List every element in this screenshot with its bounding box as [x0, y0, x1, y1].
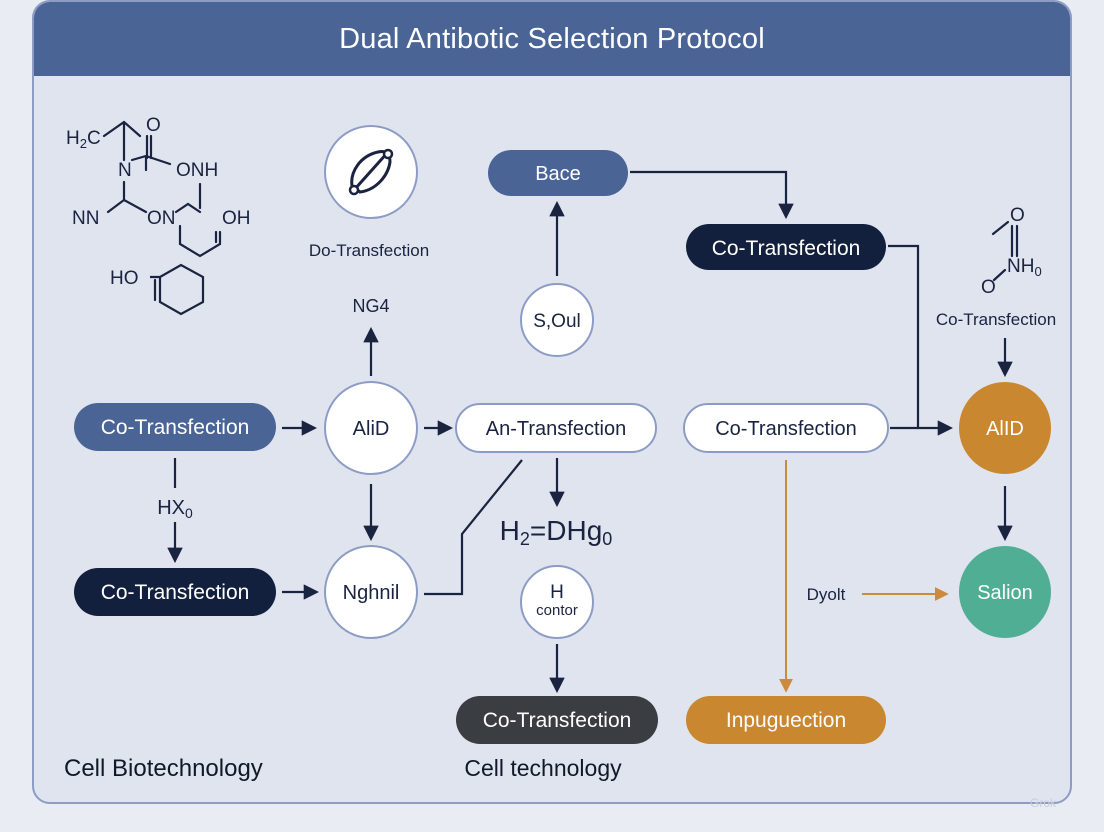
- node-co-transfection-navy[interactable]: Co-Transfection: [74, 568, 276, 616]
- diagram-frame: Dual Antibotic Selection Protocol: [32, 0, 1072, 804]
- chem-h2c: H2C: [66, 128, 101, 151]
- chem-nn: NN: [72, 208, 99, 229]
- label-cell-biotechnology: Cell Biotechnology: [64, 755, 263, 782]
- node-s-oul[interactable]: S,Oul: [520, 283, 594, 357]
- chem-structure-left: H2C O N ONH NN ON OH HO: [66, 115, 251, 316]
- chem-r-o-top: O: [1010, 205, 1025, 226]
- node-contor-label: contor: [536, 602, 578, 619]
- node-bace[interactable]: Bace: [488, 150, 628, 196]
- node-alid-orange-label: AlID: [986, 418, 1024, 440]
- chem-r-o-bottom: O: [981, 277, 996, 298]
- label-co-transfection-right: Co-Transfection: [936, 310, 1056, 329]
- node-co-transfection-top[interactable]: Co-Transfection: [686, 224, 886, 270]
- node-inpuguection[interactable]: Inpuguection: [686, 696, 886, 744]
- title-bar: Dual Antibotic Selection Protocol: [34, 2, 1070, 76]
- label-dyolt: Dyolt: [807, 585, 846, 604]
- connectors: [167, 170, 1013, 694]
- chem-on: ON: [147, 208, 176, 229]
- node-nghnil[interactable]: Nghnil: [324, 545, 418, 639]
- node-co-bottom-label: Co-Transfection: [483, 709, 632, 732]
- label-h2-dhg: H2=DHg0: [500, 515, 613, 549]
- rotate-icon-node: [324, 125, 418, 219]
- rotate-icon: [348, 148, 394, 196]
- node-co-top-label: Co-Transfection: [712, 237, 861, 260]
- node-co-outline-label: Co-Transfection: [715, 418, 857, 440]
- chem-structure-right: O NH0 O: [981, 205, 1042, 298]
- node-bace-label: Bace: [535, 163, 581, 185]
- node-salion[interactable]: Salion: [959, 546, 1051, 638]
- node-co-transfection-blue[interactable]: Co-Transfection: [74, 403, 276, 451]
- chem-r-nh: NH0: [1007, 256, 1042, 279]
- node-co-blue-label: Co-Transfection: [101, 416, 250, 439]
- node-s-oul-label: S,Oul: [533, 311, 581, 332]
- node-h-contor[interactable]: H contor: [520, 565, 594, 639]
- node-co-transfection-outline[interactable]: Co-Transfection: [683, 403, 889, 453]
- node-alid-label: AliD: [353, 418, 390, 440]
- label-ng4: NG4: [352, 296, 389, 316]
- label-do-transfection: Do-Transfection: [309, 241, 429, 260]
- node-inpuguection-label: Inpuguection: [726, 709, 846, 732]
- watermark: Grok: [1030, 796, 1057, 810]
- node-h-label: H: [550, 582, 564, 603]
- node-salion-label: Salion: [977, 582, 1033, 604]
- node-an-label: An-Transfection: [486, 418, 626, 440]
- node-an-transfection[interactable]: An-Transfection: [455, 403, 657, 453]
- label-hx: HX0: [157, 497, 193, 521]
- chem-oh: OH: [222, 208, 251, 229]
- chem-o-top: O: [146, 115, 161, 136]
- node-nghnil-label: Nghnil: [343, 582, 400, 604]
- page-title: Dual Antibotic Selection Protocol: [339, 22, 765, 55]
- label-cell-technology: Cell technology: [464, 755, 622, 781]
- chem-n: N: [118, 160, 132, 181]
- chem-ho: HO: [110, 268, 139, 289]
- chem-onh: ONH: [176, 160, 218, 181]
- node-alid-circle[interactable]: AliD: [324, 381, 418, 475]
- node-co-navy-label: Co-Transfection: [101, 581, 250, 604]
- node-alid-orange[interactable]: AlID: [959, 382, 1051, 474]
- node-co-transfection-bottom[interactable]: Co-Transfection: [456, 696, 658, 744]
